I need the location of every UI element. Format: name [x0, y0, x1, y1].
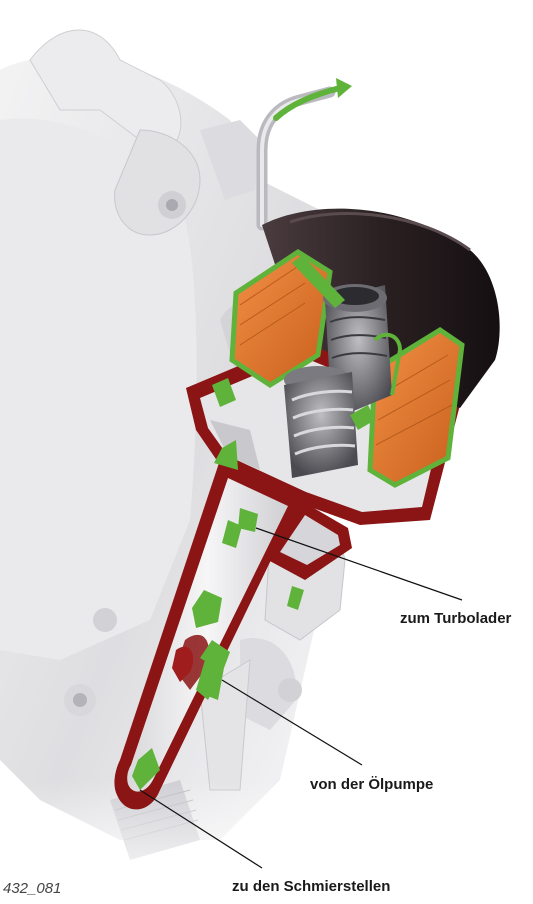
label-turbocharger: zum Turbolader [400, 610, 511, 627]
label-from-oil-pump: von der Ölpumpe [310, 776, 433, 793]
figure-number: 432_081 [3, 880, 61, 897]
label-to-lubrication-points: zu den Schmierstellen [232, 878, 390, 895]
